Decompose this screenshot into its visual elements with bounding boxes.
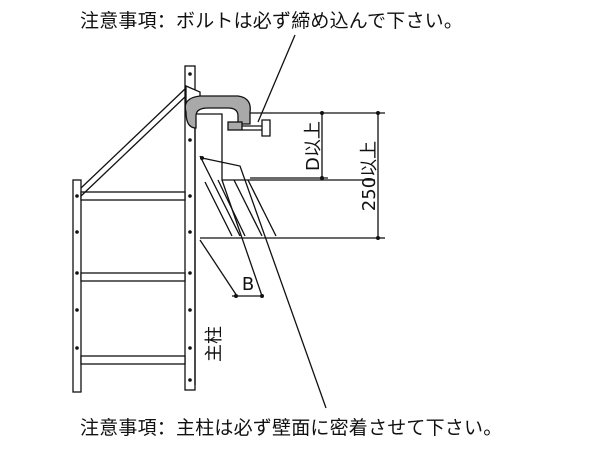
dimension-d [250, 111, 328, 180]
main-post-contact-note: 注意事項：主柱は必ず壁面に密着させて下さい。 [80, 417, 503, 439]
dimension-b [199, 179, 264, 298]
diagonal-brace [80, 87, 187, 197]
ladder-rungs [80, 191, 186, 365]
bolt-note-leader [257, 34, 296, 123]
dimension-250 [328, 111, 385, 240]
main-post-label: 主柱 [204, 326, 225, 362]
c-clamp [184, 95, 271, 137]
dimension-b-label: B [242, 274, 254, 295]
wall-coping [196, 113, 375, 239]
dimension-250-label: 250以上 [359, 141, 380, 211]
left-ladder-rail [72, 179, 82, 393]
dimension-d-label: D以上 [303, 121, 324, 171]
bolt-tightening-note: 注意事項：ボルトは必ず締め込んで下さい。 [80, 10, 464, 32]
main-post-note-leader [200, 156, 327, 409]
